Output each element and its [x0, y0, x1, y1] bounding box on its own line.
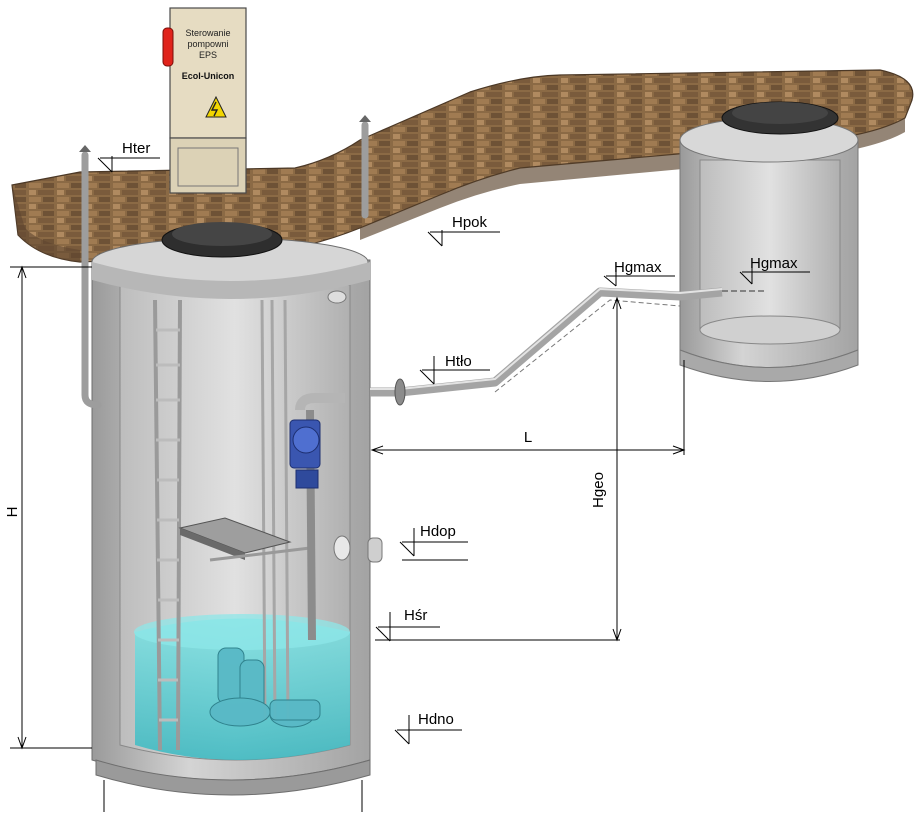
level-marker-sr [375, 612, 440, 642]
dimension-label-h: H [4, 507, 21, 518]
pump-well [91, 222, 383, 796]
level-marker-gmax-pipe [603, 262, 675, 287]
receiving-tank [679, 101, 859, 382]
level-marker-dno [394, 715, 462, 745]
cabinet-caption-line1: Sterowanie [185, 28, 230, 38]
ladder [153, 299, 182, 751]
status-lamp [162, 27, 174, 67]
level-marker-tlo [419, 356, 490, 385]
submersible-pumps [209, 647, 321, 728]
cabinet-caption-line3: EPS [199, 50, 217, 60]
vent-pipes [81, 121, 369, 409]
level-label-pok: Hpok [452, 214, 488, 231]
level-label-gmax-tank: Hgmax [750, 255, 798, 272]
dimension-hgeo [375, 296, 622, 642]
level-marker-dop [399, 528, 468, 561]
cabinet-brand: Ecol-Unicon [182, 71, 235, 81]
level-label-gmax-pipe: Hgmax [614, 259, 662, 276]
dimension-l [370, 360, 686, 455]
discharge-riser [289, 393, 345, 641]
control-cabinet [162, 7, 247, 194]
dimension-label-l: L [524, 429, 532, 446]
dimension-label-hgeo: Hgeo [590, 472, 607, 508]
level-label-sr: Hśr [404, 607, 427, 624]
high-voltage-icon [205, 95, 227, 118]
level-label-dop: Hdop [420, 523, 456, 540]
dimension-h [10, 265, 363, 812]
level-marker-pok [427, 230, 500, 247]
level-label-dno: Hdno [418, 711, 454, 728]
pressure-pipeline [370, 287, 765, 406]
level-marker-ter [97, 156, 160, 173]
service-platform [178, 517, 311, 562]
level-marker-gmax-tank [739, 258, 810, 285]
guide-rails [260, 299, 290, 721]
cabinet-caption-line2: pompowni [187, 39, 228, 49]
level-label-tlo: Htło [445, 353, 472, 370]
level-label-ter: Hter [122, 140, 150, 157]
